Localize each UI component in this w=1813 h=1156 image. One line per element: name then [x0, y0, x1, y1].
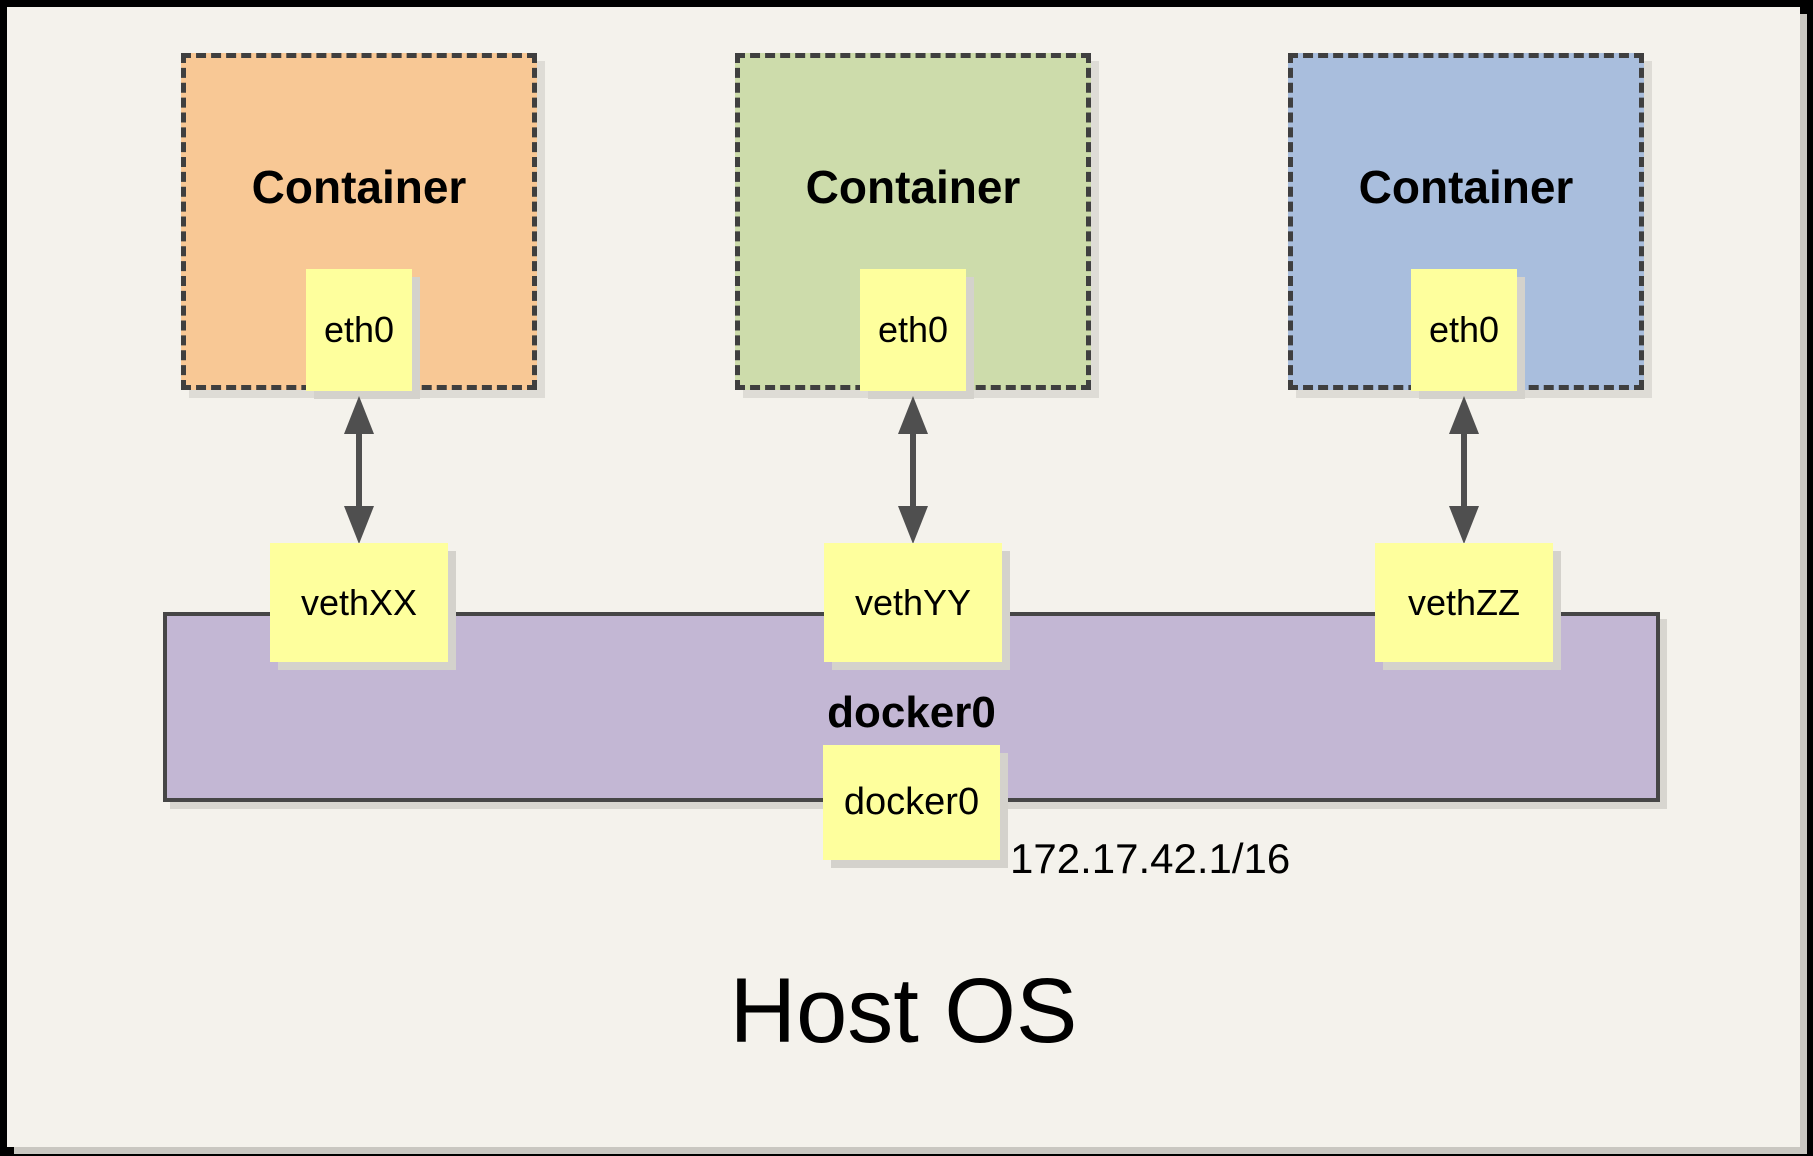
eth0-box-1: eth0	[306, 269, 412, 391]
double-arrow-icon-1	[344, 396, 374, 544]
docker0-bridge-label: docker0	[827, 688, 996, 737]
double-arrow-icon-3	[1449, 396, 1479, 544]
vethzz-box: vethZZ	[1375, 543, 1553, 662]
container-label-2: Container	[805, 160, 1021, 213]
eth0-box-3: eth0	[1411, 269, 1517, 391]
container-label-1: Container	[251, 160, 467, 213]
double-arrow-icon-2	[898, 396, 928, 544]
docker0-interface-box: docker0	[823, 745, 1000, 860]
host-panel: Container Container Container eth0 eth0 …	[7, 7, 1800, 1147]
vethyy-box: vethYY	[824, 543, 1002, 662]
container-label-3: Container	[1358, 160, 1574, 213]
host-os-label: Host OS	[729, 960, 1078, 1062]
eth0-box-2: eth0	[860, 269, 966, 391]
bridge-ip-label: 172.17.42.1/16	[1010, 835, 1291, 882]
vethxx-box: vethXX	[270, 543, 448, 662]
